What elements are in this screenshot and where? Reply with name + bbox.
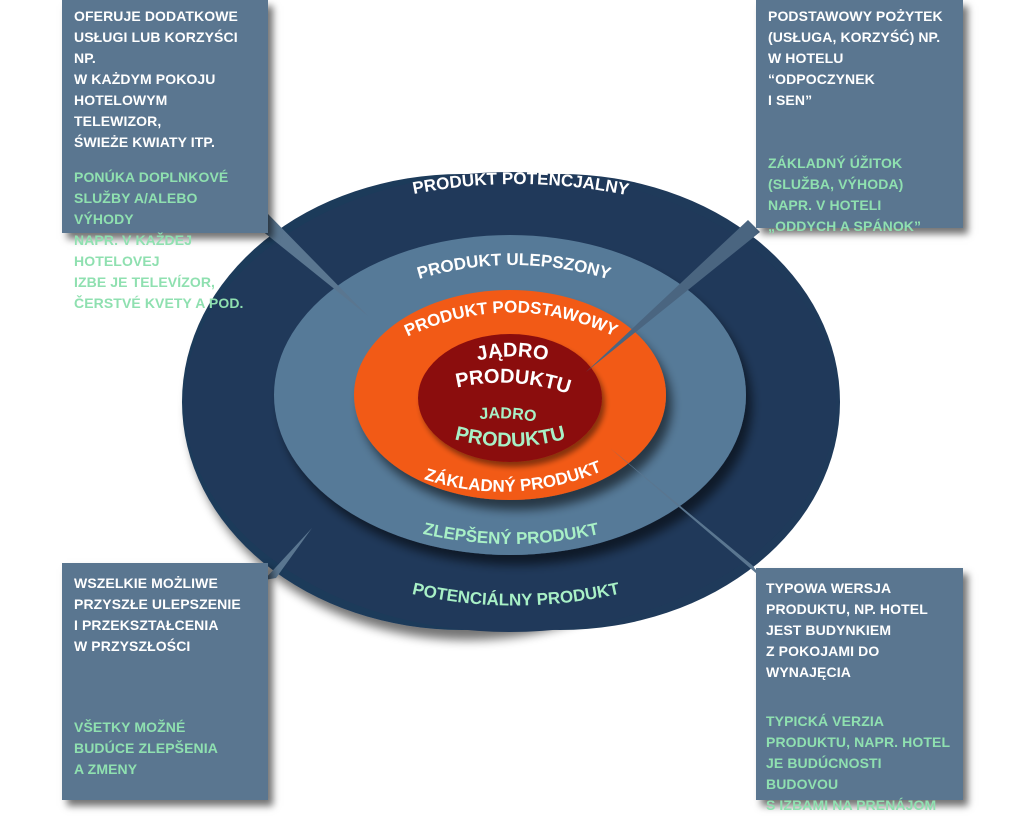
- pointer-top-left: [256, 214, 368, 316]
- callout-augmented-text-sk: PONÚKA DOPLNKOVÉ SLUŽBY A/ALEBO VÝHODY N…: [74, 169, 244, 311]
- callout-potential-text-pl: WSZELKIE MOŻLIWE PRZYSZŁE ULEPSZENIE I P…: [74, 575, 241, 654]
- callout-augmented-product: OFERUJE DODATKOWE USŁUGI LUB KORZYŚCI NP…: [62, 0, 268, 311]
- core: [418, 334, 602, 462]
- callout-basic-text-pl: TYPOWA WERSJA PRODUKTU, NP. HOTEL JEST B…: [766, 580, 928, 680]
- callout-basic-product: TYPOWA WERSJA PRODUKTU, NP. HOTEL JEST B…: [756, 568, 963, 813]
- core-label-pl-line1: JĄDRO: [474, 339, 550, 365]
- callout-basic-text-sk: TYPICKÁ VERZIA PRODUKTU, NAPR. HOTEL JE …: [766, 713, 951, 813]
- callout-core-text-pl: PODSTAWOWY POŻYTEK (USŁUGA, KORZYŚĆ) NP.…: [768, 8, 943, 108]
- callout-core-benefit: PODSTAWOWY POŻYTEK (USŁUGA, KORZYŚĆ) NP.…: [756, 0, 963, 234]
- callout-core-text-sk: ZÁKLADNÝ ÚŽITOK (SLUŽBA, VÝHODA) NAPR. V…: [768, 155, 922, 234]
- pointer-bottom-left: [264, 528, 312, 580]
- callout-potential-product: WSZELKIE MOŻLIWE PRZYSZŁE ULEPSZENIE I P…: [62, 563, 268, 800]
- callout-potential-text-sk: VŠETKY MOŽNÉ BUDÚCE ZLEPŠENIA A ZMENY: [74, 719, 218, 777]
- callout-augmented-text-pl: OFERUJE DODATKOWE USŁUGI LUB KORZYŚCI NP…: [74, 8, 238, 150]
- pointer-top-right: [586, 220, 760, 372]
- pointer-bottom-right: [610, 448, 764, 580]
- core-label-sk-line1: JADRO: [479, 405, 538, 425]
